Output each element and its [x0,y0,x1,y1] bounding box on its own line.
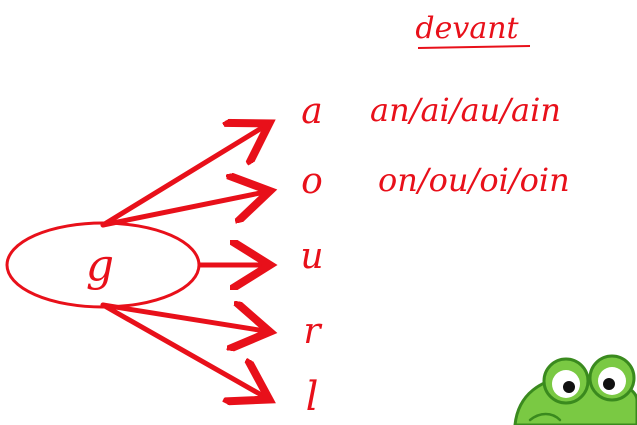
arrow-to-l [100,302,265,397]
branch-letter-l: l [306,374,319,420]
branch-letter-r: r [303,311,322,352]
header-label: devant [415,11,519,46]
header-underline [417,45,531,49]
arrow-to-a [100,126,265,228]
branch-letter-o: o [301,161,323,202]
arrow-to-r [100,305,265,331]
combinations-a: an/ai/au/ain [370,91,561,129]
center-letter: g [86,240,114,291]
frog-mascot-icon [513,354,637,425]
branch-letter-u: u [300,236,323,277]
arrows [100,126,265,397]
arrow-to-o [100,192,265,228]
combinations-o: on/ou/oi/oin [378,161,570,199]
branch-letter-a: a [301,91,322,132]
